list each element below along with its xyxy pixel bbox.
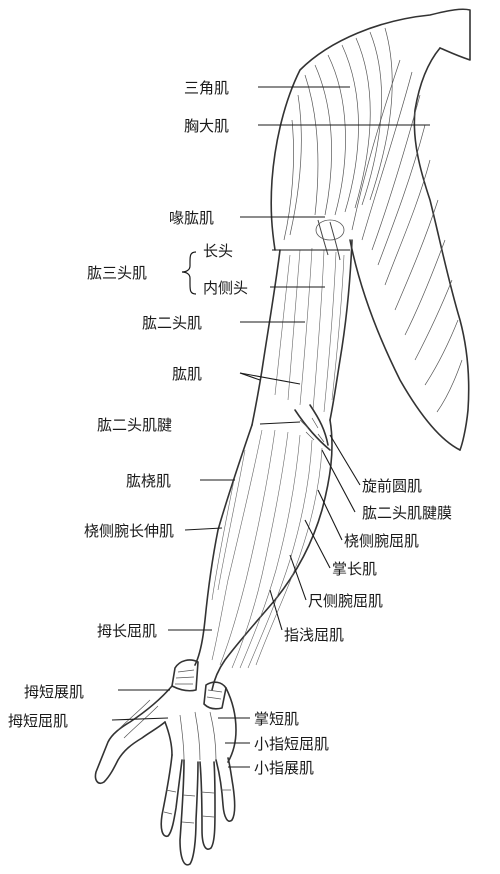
- hand: [95, 686, 236, 865]
- leader-bicipital-aponeurosis: [322, 450, 355, 512]
- label-long-head: 长头: [203, 242, 233, 260]
- label-fpb: 拇短屈肌: [8, 712, 68, 730]
- leader-brachialis-b: [240, 373, 300, 384]
- label-coracobrachialis: 喙肱肌: [169, 209, 214, 227]
- label-triceps: 肱三头肌: [87, 264, 147, 282]
- label-brachialis: 肱肌: [172, 365, 202, 383]
- leader-fpb: [112, 718, 168, 720]
- label-fcr: 桡侧腕屈肌: [344, 532, 419, 550]
- deltoid-fibers: [284, 28, 392, 240]
- pec-lower-border: [350, 240, 460, 450]
- forearm-outline: [195, 420, 332, 690]
- label-fpl: 拇长屈肌: [97, 622, 157, 640]
- labels: 三角肌 胸大肌 喙肱肌 肱三头肌 长头 内侧头 肱二头肌 肱肌 肱二头肌腱 肱桡…: [8, 79, 452, 777]
- pectoralis-fibers: [352, 60, 462, 412]
- label-pronator-teres: 旋前圆肌: [362, 477, 422, 495]
- label-fcu: 尺侧腕屈肌: [308, 592, 383, 610]
- label-palmaris-brevis: 掌短肌: [254, 710, 299, 728]
- triceps-bracket: [182, 252, 196, 294]
- leader-fcu: [290, 555, 306, 600]
- leader-pronator-teres: [330, 435, 360, 485]
- label-bicipital-aponeurosis: 肱二头肌腱膜: [362, 504, 452, 522]
- label-fdm-brevis: 小指短屈肌: [254, 735, 329, 753]
- leader-ecrl: [185, 528, 222, 530]
- elbow-aponeurosis: [295, 405, 330, 450]
- wrist-region: [172, 660, 226, 709]
- label-fds: 指浅屈肌: [284, 626, 344, 644]
- label-ecrl: 桡侧腕长伸肌: [84, 522, 174, 540]
- upper-arm-fibers: [275, 220, 344, 412]
- label-biceps: 肱二头肌: [142, 314, 202, 332]
- label-apb: 拇短展肌: [24, 683, 84, 701]
- upper-arm-outline: [252, 240, 352, 425]
- label-deltoid: 三角肌: [184, 79, 229, 97]
- label-adm: 小指展肌: [254, 759, 314, 777]
- leader-biceps-tendon: [260, 422, 300, 424]
- label-brachioradialis: 肱桡肌: [126, 472, 171, 490]
- label-biceps-tendon: 肱二头肌腱: [97, 416, 172, 434]
- label-palmaris-longus: 掌长肌: [332, 560, 377, 578]
- label-medial-head: 内侧头: [203, 279, 248, 297]
- leader-fcr: [318, 490, 342, 540]
- label-pectoralis-major: 胸大肌: [184, 117, 229, 135]
